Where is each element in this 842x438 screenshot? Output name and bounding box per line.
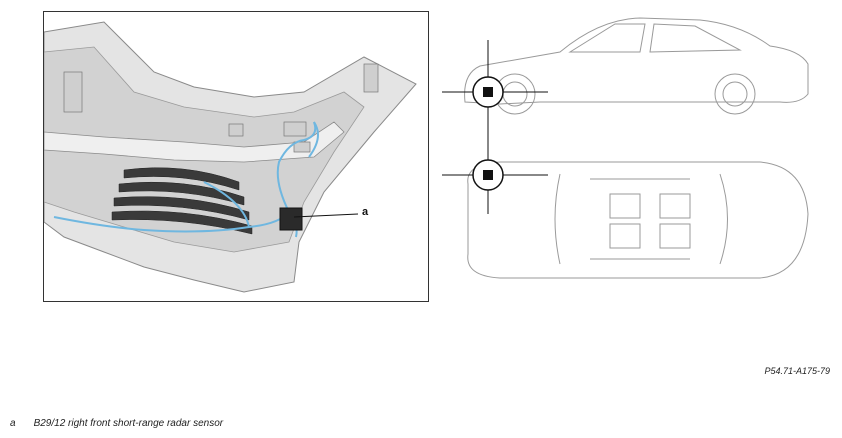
legend-key: a: [10, 418, 16, 429]
legend-text: B29/12 right front short-range radar sen…: [33, 418, 224, 429]
vehicle-location-views: [440, 14, 840, 314]
bumper-detail-frame: a: [43, 11, 429, 302]
bumper-illustration: [44, 21, 417, 293]
radar-sensor: [279, 207, 303, 231]
callout-label-a: a: [362, 206, 369, 218]
upper-beam: [44, 121, 345, 163]
grille-louvres: [111, 167, 253, 235]
figure-reference-code: P54.71-A175-79: [764, 366, 830, 376]
mounting-brackets: [63, 63, 379, 153]
side-view-locator: [442, 40, 548, 144]
vehicle-side-view: [464, 17, 809, 115]
figure-legend: a B29/12 right front short-range radar s…: [10, 418, 223, 429]
callout-leader: [293, 213, 359, 218]
vehicle-top-view: [467, 161, 809, 279]
vehicle-outlines: [442, 17, 809, 279]
top-view-locator: [442, 144, 548, 214]
